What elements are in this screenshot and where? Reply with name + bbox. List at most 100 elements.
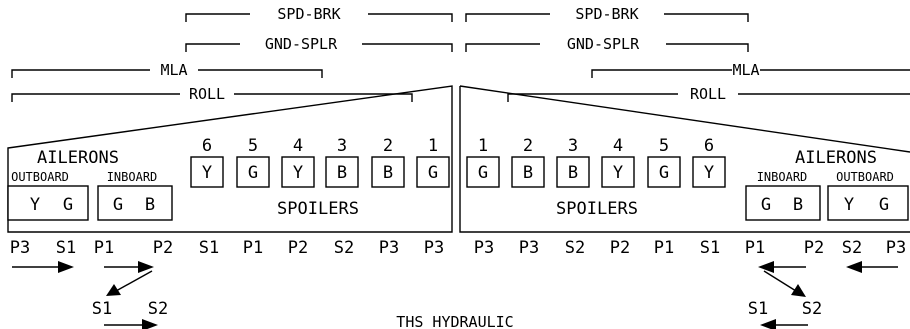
- spd-brk-bracket-left: SPD-BRK: [185, 5, 453, 23]
- power-source: S2: [334, 238, 354, 258]
- gnd-splr-label-right: GND-SPLR: [567, 35, 640, 53]
- power-source: P1: [745, 238, 765, 258]
- right-spoiler-1: 1 G: [466, 136, 500, 188]
- roll-bracket-left: ROLL: [11, 85, 413, 103]
- power-source: P3: [886, 238, 906, 258]
- power-source: P3: [519, 238, 539, 258]
- arrow-diagonal-icon: [763, 270, 806, 297]
- left-inboard-label: INBOARD: [107, 170, 158, 184]
- power-source: P1: [654, 238, 674, 258]
- mla-bracket-left: MLA: [11, 61, 323, 79]
- gnd-splr-label-left: GND-SPLR: [265, 35, 338, 53]
- left-spoiler-number: 1: [428, 136, 438, 156]
- left-spoiler-system: G: [428, 163, 438, 183]
- ths-hydraulic-label: THS HYDRAULIC: [396, 313, 513, 329]
- left-spoiler-1: 1 G: [416, 136, 450, 188]
- left-spoilers-label: SPOILERS: [277, 199, 359, 219]
- right-spoiler-3: 3 B: [556, 136, 590, 188]
- power-source: P3: [424, 238, 444, 258]
- right-inboard-sys-1: G: [761, 195, 771, 215]
- power-source: P3: [474, 238, 494, 258]
- right-spoiler-system: Y: [613, 163, 623, 183]
- power-source: S1: [700, 238, 720, 258]
- right-spoiler-system: G: [478, 163, 488, 183]
- right-spoiler-number: 2: [523, 136, 533, 156]
- right-spoilers-label: SPOILERS: [556, 199, 638, 219]
- right-spoiler-5: 5 G: [647, 136, 681, 188]
- left-spoiler-3: 3 B: [325, 136, 359, 188]
- power-row-left: P3 S1 P1 P2 S1 P1 P2 S2 P3 P3: [10, 238, 444, 258]
- arrow-left-icon: [758, 261, 806, 273]
- left-outboard-sys-1: Y: [30, 195, 40, 215]
- left-spoiler-number: 5: [248, 136, 258, 156]
- right-inboard-aileron: G B: [745, 185, 821, 221]
- right-wing-outline: [459, 85, 910, 233]
- right-spoiler-6: 6 Y: [692, 136, 726, 188]
- left-spoiler-4: 4 Y: [281, 136, 315, 188]
- arrow-right-icon: [104, 319, 158, 329]
- left-switch-s1: S1: [92, 299, 112, 319]
- right-spoiler-4: 4 Y: [601, 136, 635, 188]
- right-spoiler-number: 5: [659, 136, 669, 156]
- roll-bracket-right: ROLL: [507, 85, 910, 103]
- power-source: S1: [199, 238, 219, 258]
- left-switch-s2: S2: [148, 299, 168, 319]
- power-row-right: P3 P3 S2 P2 P1 S1 P1 P2 S2 P3: [474, 238, 906, 258]
- right-ailerons-title: AILERONS: [795, 148, 877, 168]
- power-source: P3: [379, 238, 399, 258]
- left-outboard-aileron: Y G: [7, 185, 89, 221]
- left-spoiler-2: 2 B: [371, 136, 405, 188]
- right-outboard-sys-2: G: [879, 195, 889, 215]
- left-spoiler-system: B: [383, 163, 393, 183]
- right-spoiler-system: B: [523, 163, 533, 183]
- power-source: P2: [153, 238, 173, 258]
- right-outboard-sys-1: Y: [844, 195, 854, 215]
- right-spoiler-system: B: [568, 163, 578, 183]
- arrow-down-left-icon: [104, 261, 154, 273]
- left-inboard-aileron: G B: [97, 185, 173, 221]
- right-spoiler-number: 3: [568, 136, 578, 156]
- power-source: P2: [610, 238, 630, 258]
- power-source: P1: [243, 238, 263, 258]
- left-outboard-sys-2: G: [63, 195, 73, 215]
- left-spoiler-system: G: [248, 163, 258, 183]
- left-inboard-sys-2: B: [145, 195, 155, 215]
- left-inboard-sys-1: G: [113, 195, 123, 215]
- left-spoiler-6: 6 Y: [190, 136, 224, 188]
- left-spoiler-system: B: [337, 163, 347, 183]
- left-ailerons-title: AILERONS: [37, 148, 119, 168]
- roll-label-left: ROLL: [189, 85, 225, 103]
- power-source: P2: [804, 238, 824, 258]
- power-source: S2: [842, 238, 862, 258]
- power-source: S1: [56, 238, 76, 258]
- arrow-right-icon: [12, 261, 74, 273]
- arrow-left-icon: [760, 319, 808, 329]
- right-spoiler-system: G: [659, 163, 669, 183]
- mla-label-right: MLA: [732, 61, 759, 79]
- arrow-left-icon: [846, 261, 898, 273]
- right-switch-s1: S1: [748, 299, 768, 319]
- spd-brk-bracket-right: SPD-BRK: [465, 5, 749, 23]
- right-outboard-aileron: Y G: [827, 185, 909, 221]
- spd-brk-label-left: SPD-BRK: [277, 5, 340, 23]
- left-spoiler-5: 5 G: [236, 136, 270, 188]
- left-spoiler-number: 4: [293, 136, 303, 156]
- right-spoiler-2: 2 B: [511, 136, 545, 188]
- right-outboard-label: OUTBOARD: [836, 170, 894, 184]
- right-spoiler-system: Y: [704, 163, 714, 183]
- power-source: P2: [288, 238, 308, 258]
- left-outboard-label: OUTBOARD: [11, 170, 69, 184]
- left-spoiler-system: Y: [202, 163, 212, 183]
- right-spoiler-number: 1: [478, 136, 488, 156]
- power-source: P1: [94, 238, 114, 258]
- left-spoiler-number: 2: [383, 136, 393, 156]
- right-switch-s2: S2: [802, 299, 822, 319]
- gnd-splr-bracket-left: GND-SPLR: [185, 35, 453, 53]
- right-spoiler-number: 6: [704, 136, 714, 156]
- right-spoiler-number: 4: [613, 136, 623, 156]
- power-source: P3: [10, 238, 30, 258]
- right-inboard-label: INBOARD: [757, 170, 808, 184]
- right-inboard-sys-2: B: [793, 195, 803, 215]
- mla-label-left: MLA: [160, 61, 187, 79]
